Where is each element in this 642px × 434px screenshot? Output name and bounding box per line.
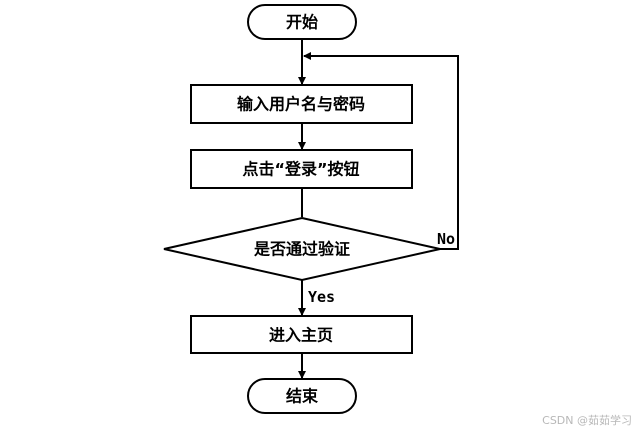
enter-home-process xyxy=(190,315,413,354)
end-label: 结束 xyxy=(285,387,319,406)
yes-label: Yes xyxy=(308,288,335,306)
enter-home-label: 进入主页 xyxy=(269,326,333,345)
click-login-label: 点击“登录”按钮 xyxy=(242,160,359,179)
verification-decision-label: 是否通过验证 xyxy=(253,240,350,259)
end-terminal xyxy=(247,378,357,414)
start-label: 开始 xyxy=(286,13,318,32)
watermark: CSDN @茹茹学习 xyxy=(542,414,632,427)
input-credentials-label: 输入用户名与密码 xyxy=(237,95,365,114)
arrow-no-loop xyxy=(303,52,459,250)
input-credentials-process xyxy=(190,84,413,124)
no-label: No xyxy=(437,230,455,248)
